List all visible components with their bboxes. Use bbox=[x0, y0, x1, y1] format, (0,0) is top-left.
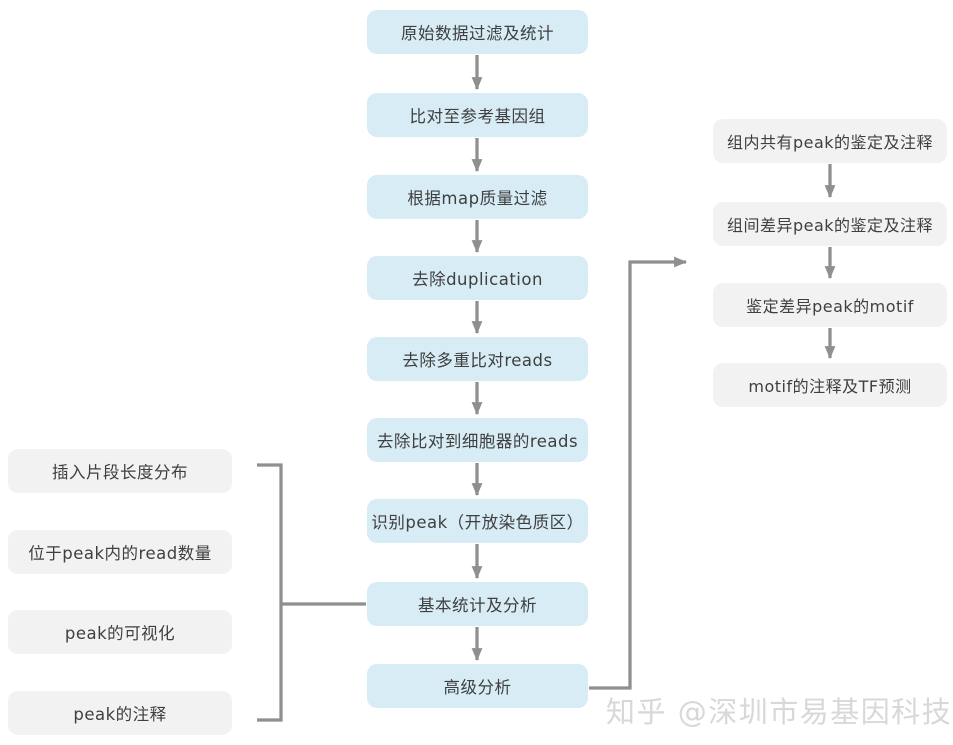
flow-step-label: 识别peak（开放染色质区） bbox=[371, 513, 584, 532]
flow-step-remove-multimapped-reads: 去除多重比对reads bbox=[367, 337, 588, 381]
flow-step-basic-stats: 基本统计及分析 bbox=[367, 582, 588, 626]
flow-step-label: 比对至参考基因组 bbox=[409, 107, 546, 126]
step-label: motif的注释及TF预测 bbox=[748, 377, 912, 396]
output-label: 位于peak内的read数量 bbox=[28, 544, 212, 563]
step-differential-peak-motif: 鉴定差异peak的motif bbox=[713, 283, 947, 327]
output-peak-visualization: peak的可视化 bbox=[8, 610, 232, 654]
step-common-peak-annotation: 组内共有peak的鉴定及注释 bbox=[713, 119, 947, 163]
step-motif-annotation-tf-prediction: motif的注释及TF预测 bbox=[713, 363, 947, 407]
elbow-connector-arrow bbox=[589, 256, 688, 690]
step-label: 组内共有peak的鉴定及注释 bbox=[726, 133, 934, 152]
step-label: 组间差异peak的鉴定及注释 bbox=[726, 216, 934, 235]
flow-step-label: 基本统计及分析 bbox=[418, 596, 537, 615]
flow-step-remove-duplication: 去除duplication bbox=[367, 256, 588, 300]
flow-step-label: 去除比对到细胞器的reads bbox=[376, 432, 579, 451]
flow-step-peak-calling: 识别peak（开放染色质区） bbox=[367, 499, 588, 543]
flow-step-remove-organelle-reads: 去除比对到细胞器的reads bbox=[367, 418, 588, 462]
flow-step-label: 原始数据过滤及统计 bbox=[401, 24, 554, 43]
step-label: 鉴定差异peak的motif bbox=[746, 297, 914, 316]
watermark: 知乎 @深圳市易基因科技 bbox=[606, 695, 953, 729]
step-differential-peak-annotation: 组间差异peak的鉴定及注释 bbox=[713, 202, 947, 246]
flow-step-label: 根据map质量过滤 bbox=[407, 189, 548, 208]
flow-step-label: 去除多重比对reads bbox=[402, 351, 553, 370]
bracket-connector-line bbox=[257, 463, 283, 722]
flow-step-align-reference: 比对至参考基因组 bbox=[367, 93, 588, 137]
output-label: peak的注释 bbox=[73, 705, 167, 724]
flow-step-label: 去除duplication bbox=[412, 270, 543, 289]
output-insert-size-distribution: 插入片段长度分布 bbox=[8, 449, 232, 493]
flow-step-advanced-analysis: 高级分析 bbox=[367, 664, 588, 708]
output-peak-annotation: peak的注释 bbox=[8, 691, 232, 735]
flow-step-map-quality-filter: 根据map质量过滤 bbox=[367, 175, 588, 219]
flow-step-raw-data-filter: 原始数据过滤及统计 bbox=[367, 10, 588, 54]
output-label: peak的可视化 bbox=[64, 624, 176, 643]
output-label: 插入片段长度分布 bbox=[52, 463, 188, 482]
flow-step-label: 高级分析 bbox=[443, 678, 512, 697]
output-reads-in-peak: 位于peak内的read数量 bbox=[8, 530, 232, 574]
